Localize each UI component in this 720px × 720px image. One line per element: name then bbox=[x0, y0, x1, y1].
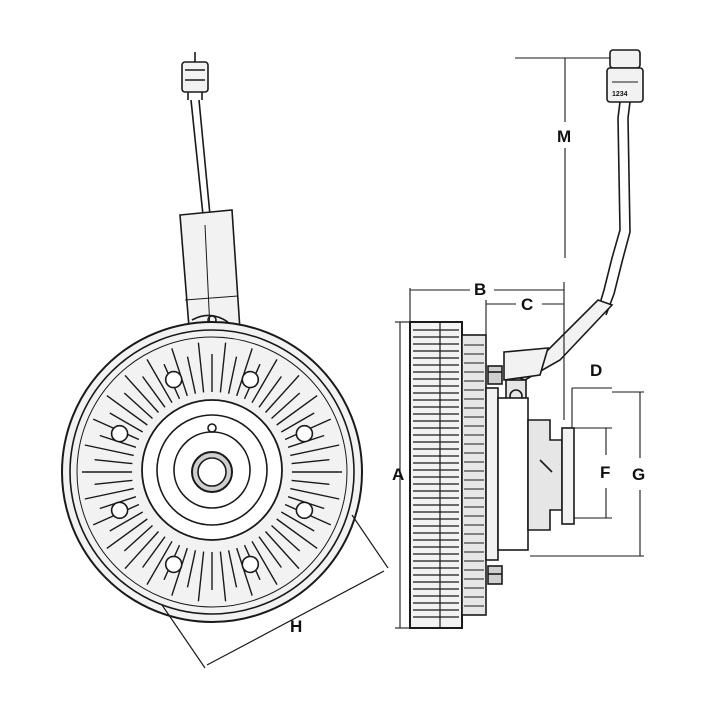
cooling-fin bbox=[109, 511, 144, 532]
dimension-c bbox=[485, 300, 564, 335]
cooling-fin bbox=[123, 524, 153, 552]
dimension-m bbox=[515, 57, 610, 258]
cooling-fin bbox=[84, 444, 134, 457]
front-view bbox=[61, 52, 389, 669]
cooling-fin bbox=[197, 551, 205, 602]
cooling-fin bbox=[106, 395, 148, 426]
bolt-hole bbox=[241, 370, 260, 389]
cooling-fin bbox=[251, 540, 278, 585]
cooling-fin bbox=[227, 356, 238, 394]
dimension-d bbox=[571, 387, 612, 428]
dimension-f bbox=[574, 427, 612, 519]
label-f: F bbox=[600, 463, 610, 482]
dimension-g bbox=[530, 391, 644, 557]
side-mounting-plate bbox=[485, 387, 499, 561]
cooling-fin bbox=[258, 536, 282, 568]
cooling-fin bbox=[236, 348, 253, 397]
front-connector bbox=[181, 52, 209, 100]
cooling-fin bbox=[171, 547, 188, 596]
housing-third-ring bbox=[76, 336, 348, 608]
cooling-fin bbox=[290, 444, 340, 457]
cooling-fin bbox=[142, 536, 166, 568]
cooling-fin bbox=[290, 487, 340, 500]
cooling-fin bbox=[197, 342, 205, 393]
cooling-fin bbox=[280, 511, 315, 532]
cooling-fin bbox=[123, 392, 153, 420]
cooling-fin bbox=[236, 547, 253, 596]
side-shaft bbox=[527, 419, 575, 531]
side-wire bbox=[597, 117, 631, 316]
cooling-fin bbox=[124, 374, 160, 413]
label-g: G bbox=[632, 465, 645, 484]
cooling-fin bbox=[291, 479, 330, 485]
side-connector bbox=[606, 49, 644, 119]
bolt-hole bbox=[164, 555, 183, 574]
cooling-fin bbox=[171, 348, 188, 397]
cooling-fin bbox=[106, 518, 148, 549]
bolt-hole bbox=[295, 501, 314, 520]
hub-bore-inner bbox=[197, 457, 227, 487]
cooling-fin bbox=[251, 359, 278, 404]
cooling-fin bbox=[142, 376, 166, 408]
side-bracket bbox=[503, 299, 614, 413]
label-a: A bbox=[392, 465, 404, 484]
cooling-fin bbox=[124, 531, 160, 570]
clutch-ribs bbox=[464, 344, 484, 607]
connector-text: 1234 bbox=[612, 91, 628, 98]
dimension-b bbox=[409, 282, 565, 420]
bolt-hole bbox=[295, 424, 314, 443]
hub-middle bbox=[156, 414, 268, 526]
label-d: D bbox=[590, 361, 602, 380]
cooling-fin bbox=[146, 540, 173, 585]
cooling-fin bbox=[219, 342, 227, 393]
cooling-fin bbox=[276, 518, 318, 549]
cooling-fin bbox=[271, 392, 301, 420]
cooling-fin bbox=[258, 376, 282, 408]
cooling-fin bbox=[291, 459, 330, 465]
cooling-fin bbox=[280, 412, 315, 433]
bolt-hole bbox=[164, 370, 183, 389]
side-bolts bbox=[487, 365, 503, 585]
cooling-fin bbox=[271, 524, 301, 552]
cooling-fin bbox=[227, 550, 238, 588]
cooling-fin bbox=[219, 551, 227, 602]
side-housing-body bbox=[409, 321, 463, 629]
side-plate-face bbox=[497, 397, 529, 551]
dimension-a bbox=[395, 321, 410, 629]
label-b: B bbox=[474, 280, 486, 299]
dimension-h bbox=[161, 514, 389, 669]
cooling-fin bbox=[276, 395, 318, 426]
label-c: C bbox=[521, 295, 533, 314]
label-h: H bbox=[290, 617, 302, 636]
side-view bbox=[395, 49, 644, 629]
hub-small-hole bbox=[207, 423, 217, 433]
cooling-fin bbox=[186, 356, 197, 394]
cooling-fin bbox=[186, 550, 197, 588]
label-m: M bbox=[557, 127, 571, 146]
bolt-hole bbox=[241, 555, 260, 574]
housing-second-ring bbox=[69, 329, 355, 615]
bolt-holes bbox=[110, 370, 314, 574]
side-fins bbox=[413, 329, 459, 618]
cooling-fin bbox=[109, 412, 144, 433]
cooling-fin bbox=[94, 479, 133, 485]
cooling-fin bbox=[84, 487, 134, 500]
cooling-fin bbox=[146, 359, 173, 404]
cooling-fin bbox=[264, 531, 300, 570]
front-wire bbox=[190, 99, 211, 216]
bolt-hole bbox=[110, 424, 129, 443]
side-clutch-body bbox=[461, 334, 487, 616]
cooling-fin bbox=[94, 459, 133, 465]
cooling-fin bbox=[264, 374, 300, 413]
bolt-hole bbox=[110, 501, 129, 520]
